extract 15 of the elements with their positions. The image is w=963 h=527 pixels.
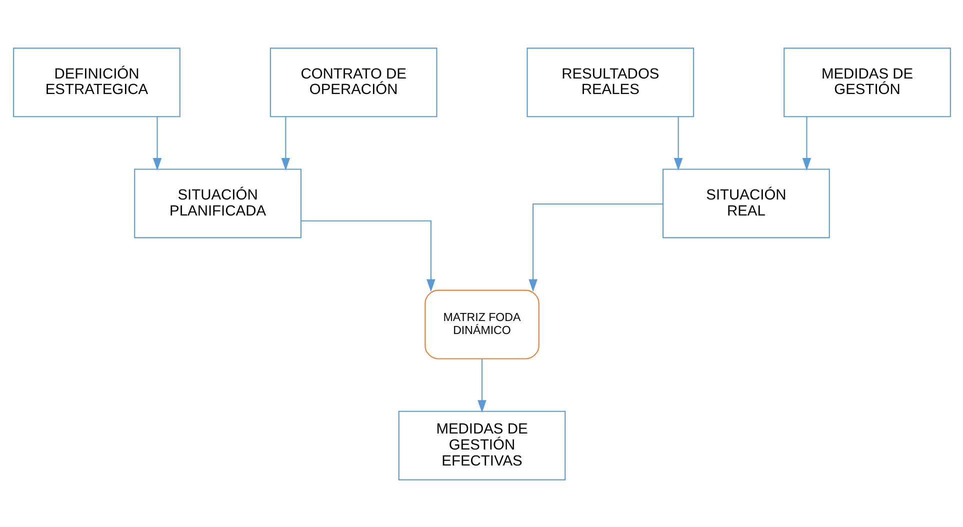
node-box: MEDIDAS DE GESTIÓN EFECTIVAS bbox=[398, 410, 566, 480]
node-box: SITUACIÓN REAL bbox=[662, 168, 830, 238]
node-box: MEDIDAS DE GESTIÓN bbox=[783, 47, 950, 117]
arrow bbox=[300, 220, 435, 292]
node-box: SITUACIÓN PLANIFICADA bbox=[134, 168, 301, 238]
arrow bbox=[280, 116, 290, 170]
arrow bbox=[802, 116, 811, 170]
arrow bbox=[528, 202, 662, 292]
node-box: DEFINICIÓN ESTRATEGICA bbox=[12, 47, 180, 117]
arrow bbox=[673, 116, 682, 170]
arrow bbox=[477, 358, 486, 412]
node-box: RESULTADOS REALES bbox=[526, 47, 694, 117]
node-box: MATRIZ FODA DINÁMICO bbox=[424, 289, 539, 359]
node-box: CONTRATO DE OPERACIÓN bbox=[269, 47, 437, 117]
arrow bbox=[152, 116, 162, 170]
